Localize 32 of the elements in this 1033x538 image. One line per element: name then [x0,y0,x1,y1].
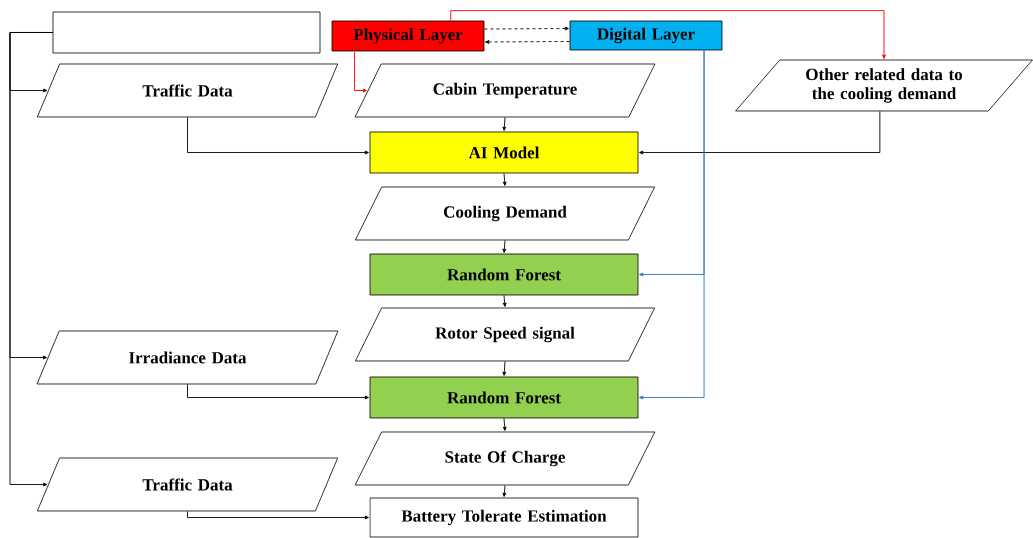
arrow [502,484,507,497]
arrow [187,383,369,400]
data-parallelogram: Other related data to the cooling demand [735,59,1033,112]
data-parallelogram: Rotor Speed signal [355,307,655,362]
process-box: AI Model [369,131,639,174]
process-box: Random Forest [369,253,639,296]
empty-box [52,11,321,54]
process-box: Random Forest [369,376,639,419]
arrow [502,116,507,131]
arrow [354,50,367,93]
data-parallelogram: Cooling Demand [355,186,655,241]
arrow [483,26,569,31]
arrow [639,49,705,400]
arrow [502,239,507,253]
data-parallelogram: Traffic Data [36,63,339,118]
arrow [502,294,507,307]
data-parallelogram: Traffic Data [36,457,339,512]
arrow [450,10,886,59]
arrow [639,110,881,155]
layer-box: Digital Layer [569,20,723,51]
arrow [187,116,369,155]
arrow [485,40,571,44]
arrow [9,32,54,487]
data-parallelogram: Cabin Temperature [354,63,656,118]
arrow [502,172,507,186]
data-parallelogram: Irradiance Data [36,330,339,385]
data-parallelogram: State Of Charge [354,431,656,486]
arrow [187,510,369,520]
arrow [502,360,507,376]
arrow [502,417,507,431]
layer-box: Physical Layer [331,20,485,52]
process-box: Battery Tolerate Estimation [369,497,639,538]
